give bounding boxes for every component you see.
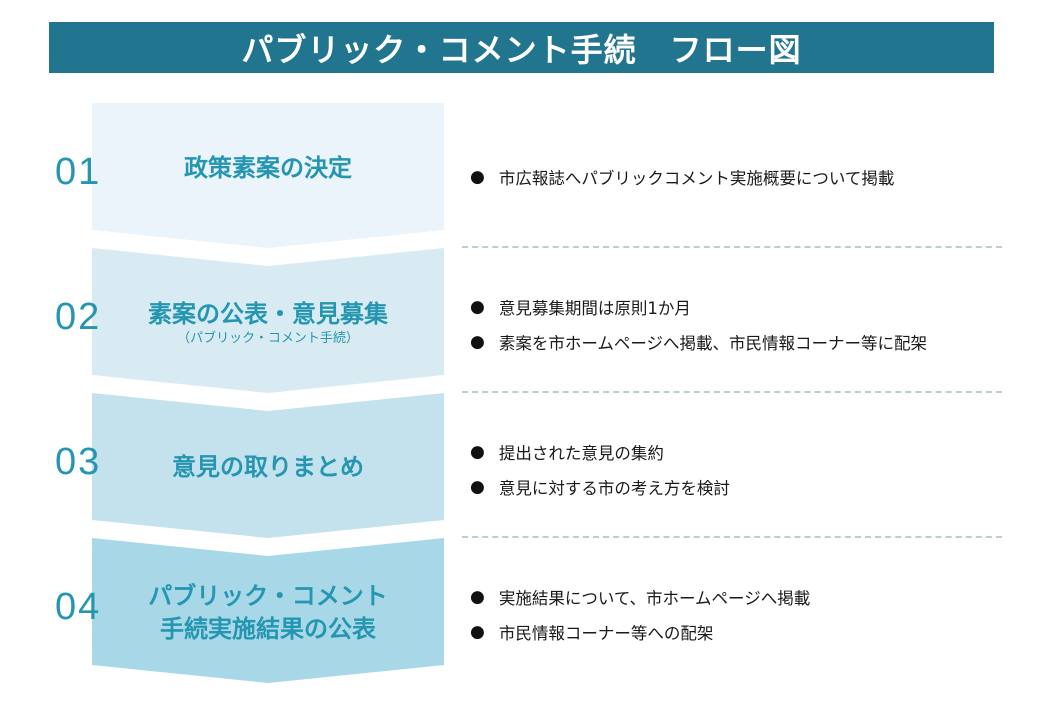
list-item: ● 意見募集期間は原則1か月 — [470, 289, 1010, 324]
list-item: ● 実施結果について、市ホームページへ掲載 — [470, 579, 1010, 614]
bullet-icon: ● — [470, 441, 485, 462]
step-label: パブリック・コメント手続実施結果の公表 — [92, 580, 444, 646]
step-bullet-list: ● 市広報誌へパブリックコメント実施概要について掲載 — [470, 160, 1010, 195]
bullet-text: 提出された意見の集約 — [498, 443, 664, 463]
bullet-icon: ● — [470, 167, 485, 187]
section-divider — [462, 536, 1002, 538]
bullet-text: 意見に対する市の考え方を検討 — [498, 478, 730, 498]
bullet-text: 市広報誌へパブリックコメント実施概要について掲載 — [498, 169, 895, 188]
list-item: ● 市広報誌へパブリックコメント実施概要について掲載 — [470, 160, 1010, 195]
section-divider — [462, 391, 1002, 393]
page-title: パブリック・コメント手続 フロー図 — [49, 22, 994, 73]
flow-step-block-03 — [92, 393, 444, 538]
bullet-icon: ● — [470, 476, 485, 497]
step-label: 意見の取りまとめ — [92, 451, 444, 484]
list-item: ● 市民情報コーナー等への配架 — [470, 614, 1010, 649]
step-number: 04 — [55, 586, 102, 628]
step-number: 01 — [55, 151, 102, 193]
bullet-text: 素案を市ホームページへ掲載、市民情報コーナー等に配架 — [498, 333, 928, 353]
section-divider — [462, 246, 1002, 248]
step-label: 政策素案の決定 — [92, 152, 444, 185]
flow-step-block-01 — [92, 103, 444, 248]
step-sublabel: （パブリック・コメント手続） — [177, 331, 359, 346]
list-item: ● 素案を市ホームページへ掲載、市民情報コーナー等に配架 — [470, 324, 1010, 359]
flow-step-block-02 — [92, 248, 444, 393]
bullet-icon: ● — [470, 586, 485, 607]
bullet-text: 市民情報コーナー等への配架 — [498, 623, 714, 643]
bullet-icon: ● — [470, 296, 485, 317]
list-item: ● 意見に対する市の考え方を検討 — [470, 469, 1010, 504]
bullet-text: 実施結果について、市ホームページへ掲載 — [498, 588, 811, 608]
bullet-icon: ● — [470, 331, 485, 352]
list-item: ● 提出された意見の集約 — [470, 434, 1010, 469]
step-number: 03 — [55, 441, 102, 483]
step-label-line: 政策素案の決定 — [184, 154, 352, 182]
step-label-line: パブリック・コメント — [148, 581, 388, 610]
bullet-text: 意見募集期間は原則1か月 — [498, 298, 691, 318]
step-label-line: 素案の公表・意見募集 — [148, 300, 388, 328]
step-bullet-list: ● 意見募集期間は原則1か月 ● 素案を市ホームページへ掲載、市民情報コーナー等に配架 — [470, 289, 1010, 359]
step-label: 素案の公表・意見募集 （パブリック・コメント手続） — [92, 298, 444, 347]
step-bullet-list: ● 実施結果について、市ホームページへ掲載 ● 市民情報コーナー等への配架 — [470, 579, 1010, 649]
step-bullet-list: ● 提出された意見の集約 ● 意見に対する市の考え方を検討 — [470, 434, 1010, 504]
bullet-icon: ● — [470, 621, 485, 642]
flow-step-block-04 — [92, 538, 444, 683]
step-label-line: 意見の取りまとめ — [172, 453, 364, 481]
step-label-line: 手続実施結果の公表 — [160, 614, 376, 643]
step-number: 02 — [55, 296, 102, 338]
